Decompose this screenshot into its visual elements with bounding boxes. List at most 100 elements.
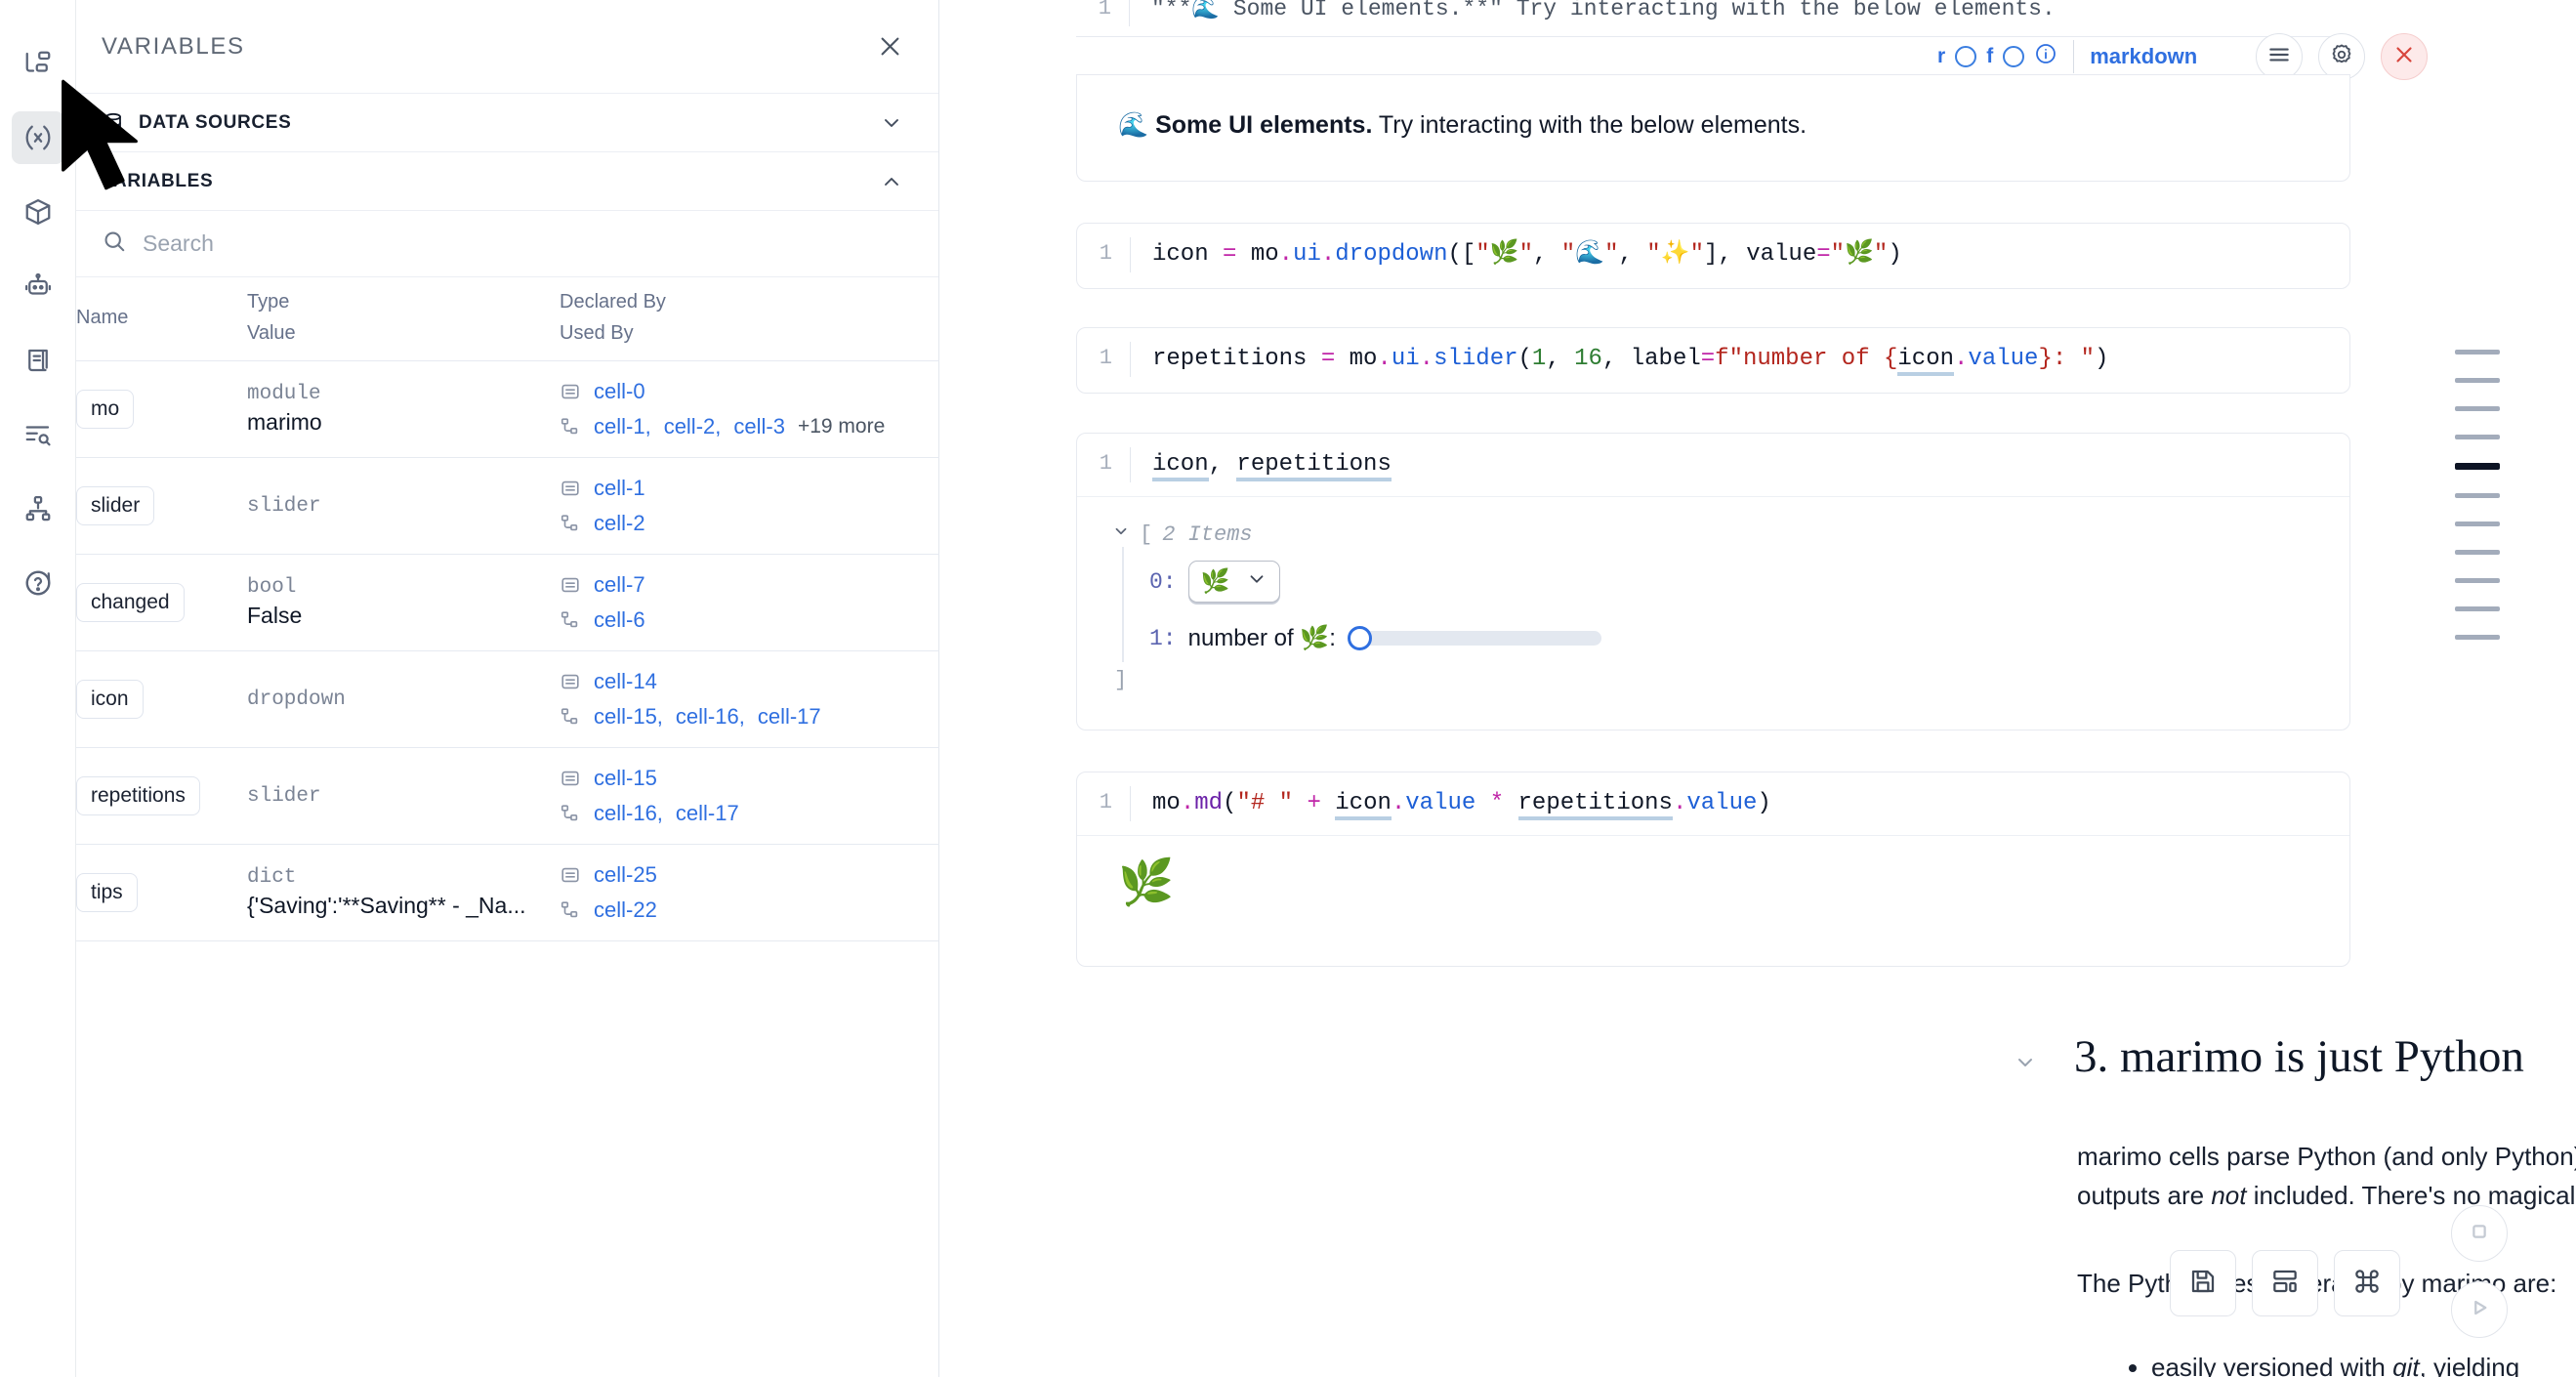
minimap-mark[interactable] — [2455, 435, 2500, 439]
minimap-mark[interactable] — [2455, 635, 2500, 640]
code-text: icon, repetitions — [1130, 447, 1392, 482]
variable-name-chip[interactable]: changed — [76, 583, 185, 622]
variable-name-chip[interactable]: mo — [76, 390, 135, 429]
cell-link[interactable]: cell-17 — [757, 704, 821, 729]
cell-settings-button[interactable] — [2318, 33, 2366, 80]
variable-ref-line: cell-6 — [560, 607, 939, 633]
markdown-output-cell[interactable]: 🌊 Some UI elements. Try interacting with… — [1076, 74, 2350, 182]
cell-delete-button[interactable] — [2381, 33, 2429, 80]
cell-link[interactable]: cell-22 — [594, 897, 657, 922]
slider-label: number of 🌿: — [1187, 625, 1336, 651]
minimap-mark[interactable] — [2455, 463, 2500, 470]
collapse-section-button[interactable] — [2014, 1051, 2037, 1074]
close-panel-button[interactable] — [877, 33, 903, 60]
notebook-minimap[interactable] — [2455, 350, 2500, 640]
variable-name-cell: icon — [76, 650, 247, 748]
table-row[interactable]: slider slider cell-1 cell-2 — [76, 457, 939, 555]
cell-link[interactable]: cell-17 — [675, 801, 739, 825]
more-refs-label[interactable]: +19 more — [797, 415, 886, 438]
cell-menu-button[interactable] — [2256, 33, 2304, 80]
chevron-down-icon[interactable] — [1112, 522, 1130, 547]
minimap-mark[interactable] — [2455, 522, 2500, 526]
cell-link[interactable]: cell-3 — [733, 414, 785, 438]
sidebar-item-logs[interactable] — [12, 408, 64, 461]
cell-link[interactable]: cell-1 — [594, 476, 645, 500]
cell-link[interactable]: cell-1, — [594, 414, 651, 438]
dropdown-widget[interactable]: 🌿 — [1187, 561, 1280, 603]
sidebar-item-dependency-graph[interactable] — [12, 482, 64, 535]
variable-name-chip[interactable]: repetitions — [76, 776, 200, 815]
info-icon[interactable] — [2034, 42, 2057, 71]
cell-link[interactable]: cell-16, — [675, 704, 745, 729]
cell-link[interactable]: cell-16, — [594, 801, 663, 825]
cell-link[interactable]: cell-6 — [594, 607, 645, 632]
variable-refs-cell: cell-1 cell-2 — [560, 457, 939, 555]
run-button[interactable] — [2451, 1281, 2508, 1338]
bullet-text-end: , yielding minimal diffs — [2419, 1353, 2520, 1377]
minimap-mark[interactable] — [2455, 378, 2500, 383]
declared-by-icon — [560, 478, 581, 499]
interrupt-button[interactable] — [2451, 1205, 2508, 1262]
minimap-mark[interactable] — [2455, 406, 2500, 411]
minimap-mark[interactable] — [2455, 493, 2500, 498]
cell-slider-definition[interactable]: 1 repetitions = mo.ui.slider(1, 16, labe… — [1076, 327, 2350, 394]
section-variables[interactable]: VARIABLES — [76, 152, 938, 211]
cell-link[interactable]: cell-14 — [594, 669, 657, 693]
save-button[interactable] — [2170, 1250, 2236, 1316]
variable-type-value-cell: dropdown — [247, 650, 560, 748]
sidebar-item-file-explorer[interactable] — [12, 37, 64, 90]
variables-panel-header: VARIABLES — [76, 0, 938, 94]
variable-ref-line: cell-0 — [560, 379, 939, 404]
list-summary-row[interactable]: [ 2 Items — [1112, 522, 2349, 547]
cell-display-widgets[interactable]: 1 icon, repetitions [ 2 Items 0: — [1076, 433, 2350, 730]
variable-type-value-cell: slider — [247, 457, 560, 555]
cell-markdown-source-partial[interactable]: 1 "**🌊 Some UI elements.**" Try interact… — [1076, 0, 2350, 37]
cell-link[interactable]: cell-15, — [594, 704, 663, 729]
cell-link[interactable]: cell-0 — [594, 379, 645, 403]
variable-name-chip[interactable]: icon — [76, 680, 144, 719]
slider-track[interactable] — [1361, 631, 1601, 646]
column-header-value: Value — [247, 322, 296, 344]
cell-link[interactable]: cell-7 — [594, 572, 645, 597]
section-data-sources[interactable]: DATA SOURCES — [76, 94, 938, 152]
gear-icon — [2329, 42, 2354, 72]
variable-name-chip[interactable]: tips — [76, 873, 138, 912]
variable-ref-line: cell-15, cell-16, cell-17 — [560, 704, 939, 730]
sidebar-item-variables[interactable] — [11, 111, 64, 164]
variable-name-cell: repetitions — [76, 747, 247, 845]
slider-thumb[interactable] — [1347, 626, 1372, 650]
cell-markdown-expression[interactable]: 1 mo.md("# " + icon.value * repetitions.… — [1076, 772, 2350, 967]
minimap-mark[interactable] — [2455, 350, 2500, 355]
cell-link[interactable]: cell-25 — [594, 862, 657, 887]
minimap-mark[interactable] — [2455, 550, 2500, 555]
search-input[interactable] — [143, 230, 913, 257]
sidebar-item-assistant[interactable] — [12, 260, 64, 313]
cell-dropdown-definition[interactable]: 1 icon = mo.ui.dropdown(["🌿", "🌊", "✨"],… — [1076, 223, 2350, 289]
sidebar-item-documentation[interactable] — [12, 334, 64, 387]
minimap-mark[interactable] — [2455, 578, 2500, 583]
cell-flags[interactable]: r f — [1937, 42, 2057, 71]
minimap-mark[interactable] — [2455, 606, 2500, 611]
command-palette-button[interactable] — [2334, 1250, 2400, 1316]
run-icon — [2465, 1293, 2494, 1327]
markdown-emoji-output: 🌿 — [1118, 856, 1175, 907]
cell-link[interactable]: cell-2, — [663, 414, 722, 438]
cell-link[interactable]: cell-2 — [594, 511, 645, 535]
code-text: repetitions = mo.ui.slider(1, 16, label=… — [1130, 342, 2108, 377]
variable-refs-cell: cell-25 cell-22 — [560, 844, 939, 941]
variable-name-chip[interactable]: slider — [76, 486, 155, 525]
database-icon — [102, 111, 125, 135]
cell-link[interactable]: cell-15 — [594, 766, 657, 790]
slider-widget[interactable] — [1347, 626, 1601, 650]
floating-toolbar — [2170, 1250, 2400, 1316]
sidebar-item-help[interactable] — [12, 557, 64, 609]
sidebar-item-packages[interactable] — [12, 186, 64, 238]
layout-button[interactable] — [2252, 1250, 2318, 1316]
cell-language-button[interactable]: markdown — [2090, 44, 2198, 68]
